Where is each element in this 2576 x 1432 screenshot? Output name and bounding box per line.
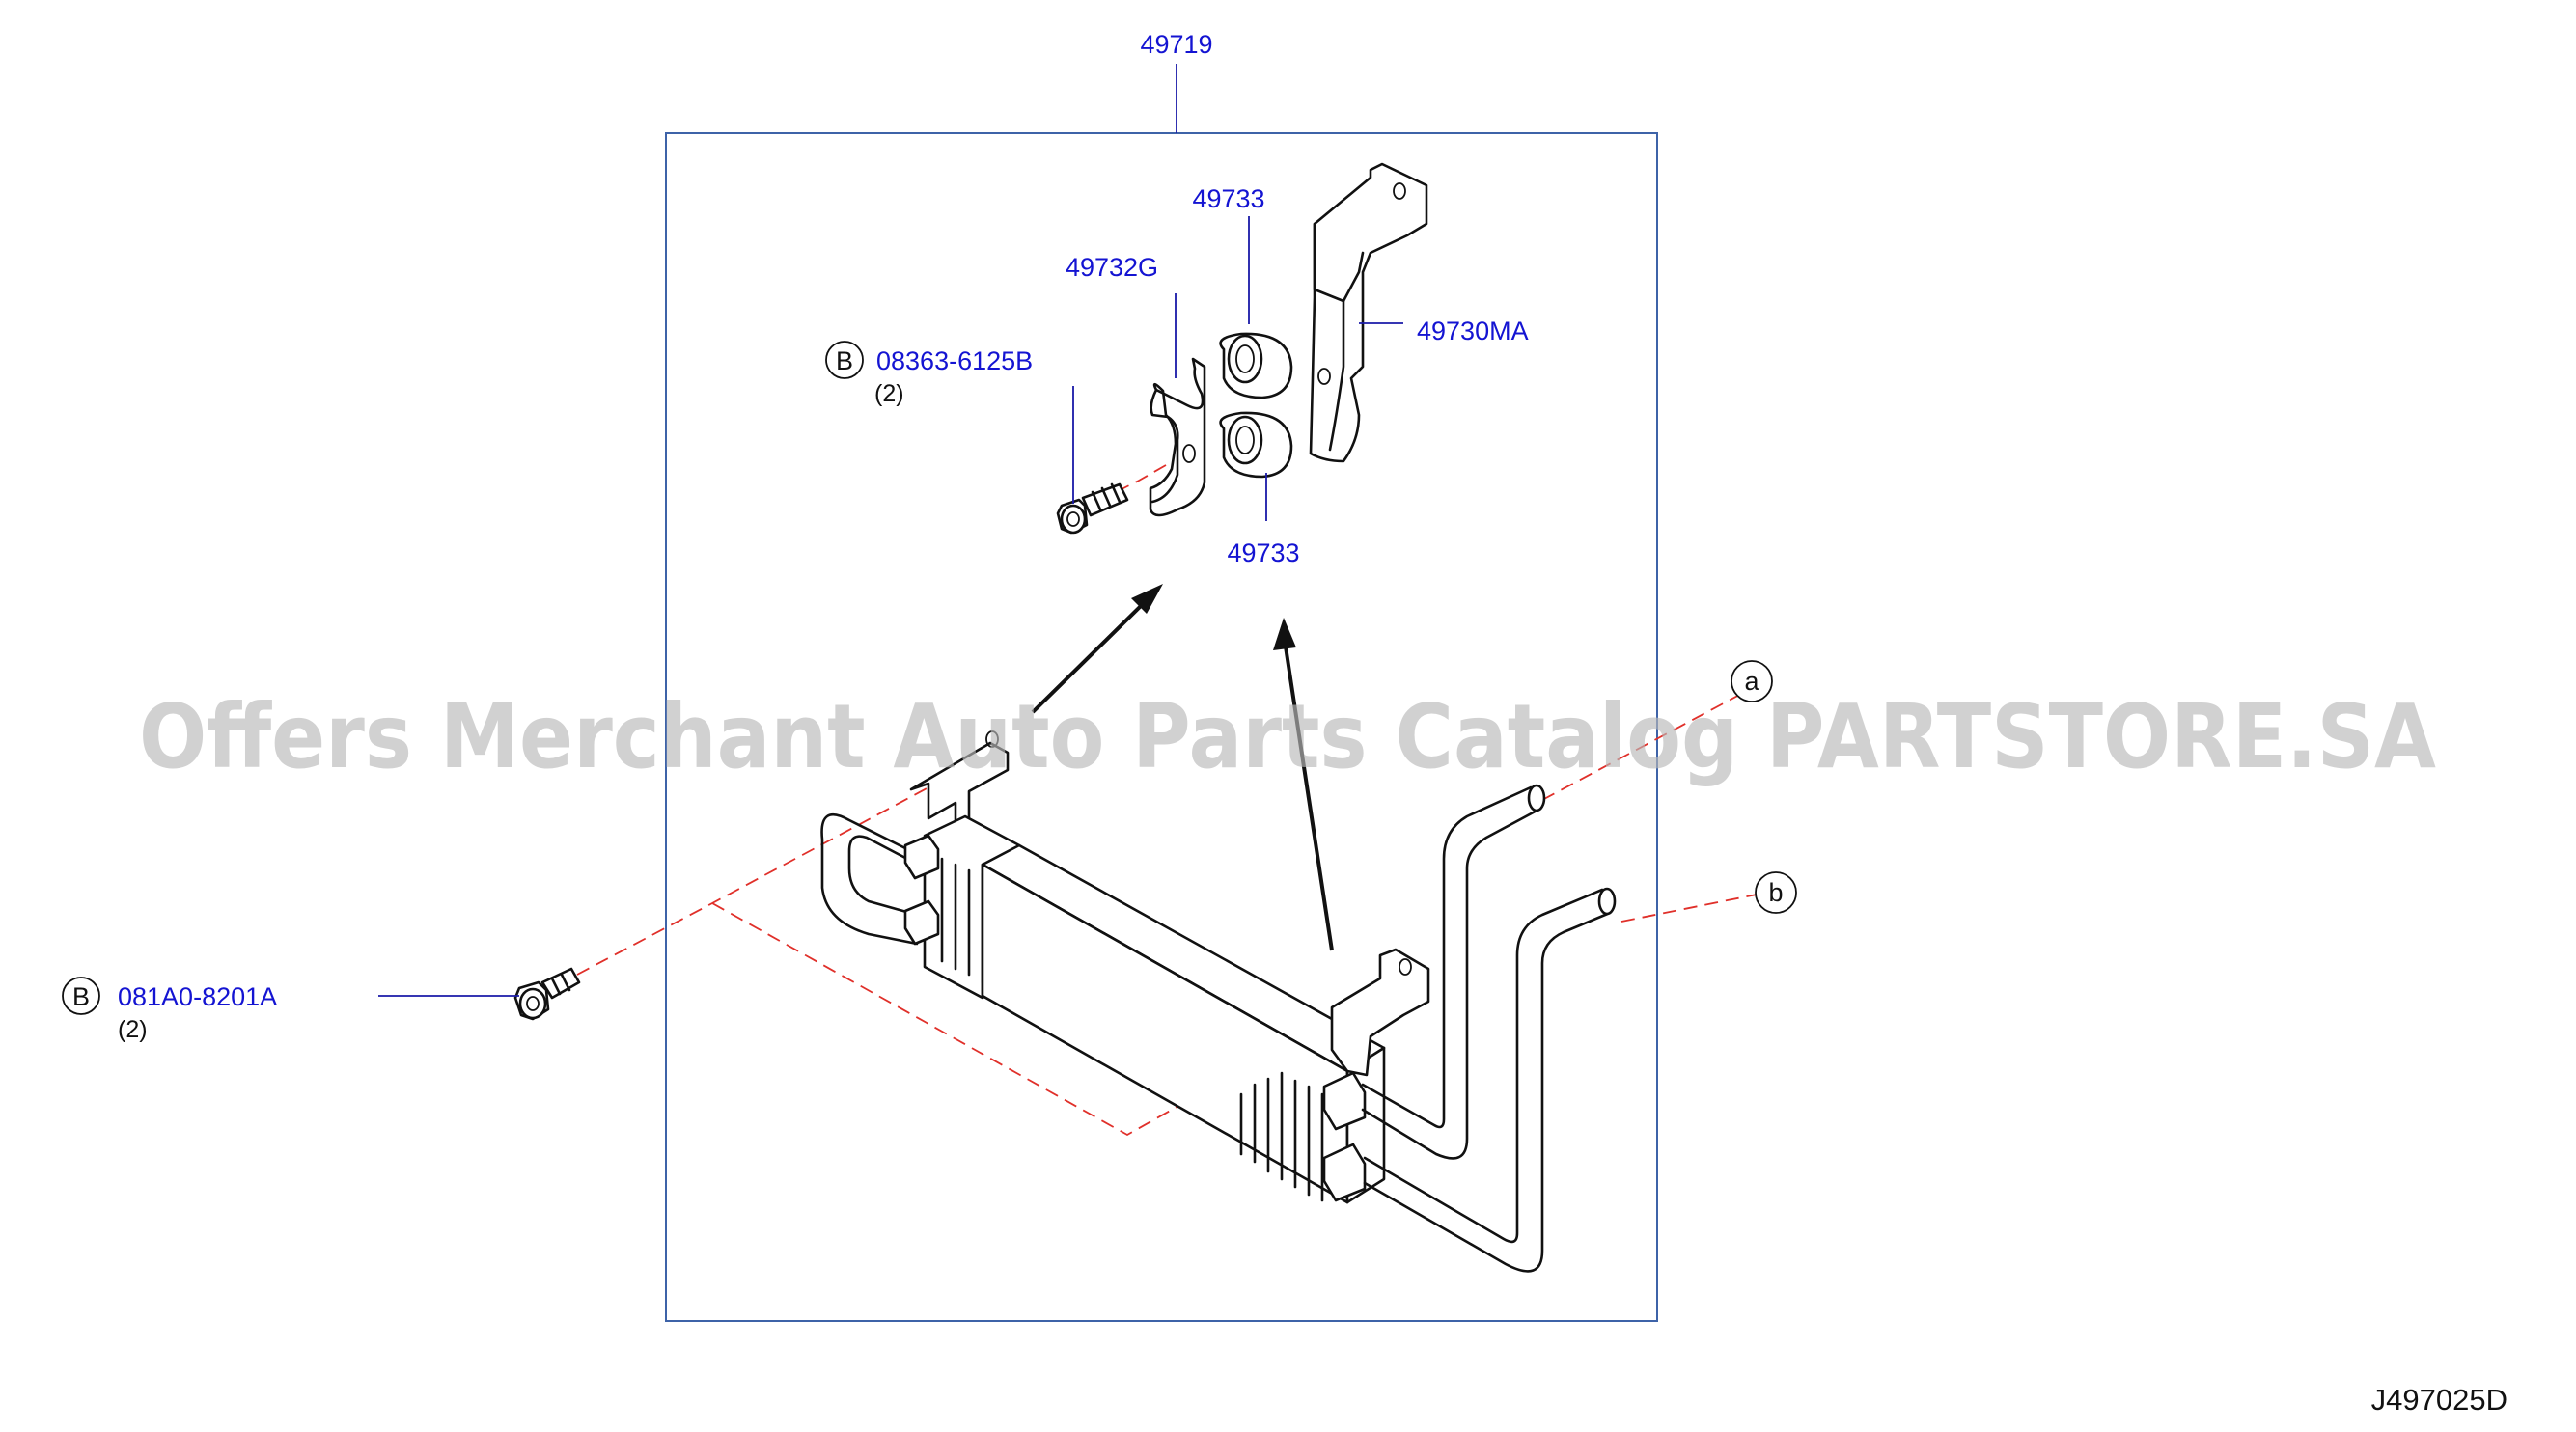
arrow-to-bushing — [1273, 618, 1334, 951]
hose-a — [1361, 784, 1546, 1160]
drawing-code: J497025D — [2371, 1383, 2507, 1417]
label-bolt-lower: 081A0-8201A — [118, 982, 277, 1011]
bracket-49730ma — [1309, 162, 1428, 463]
bolt-08363-6125b — [1056, 482, 1129, 535]
label-bolt-upper-qty: (2) — [874, 380, 904, 407]
label-bracket: 49730MA — [1417, 317, 1529, 345]
bushing-49733-bottom — [1219, 411, 1293, 479]
arrow-to-clamp — [1031, 584, 1163, 714]
ref-marker-b — [1755, 871, 1797, 914]
bushing-49733-top — [1219, 332, 1293, 399]
label-bolt-upper: 08363-6125B — [876, 346, 1033, 375]
bolt-marker-upper-letter: B — [836, 346, 853, 375]
bolt-marker-upper — [825, 341, 864, 379]
bolt-marker-lower-letter: B — [72, 982, 90, 1011]
assembly-frame — [665, 132, 1658, 1322]
hose-b — [1363, 887, 1617, 1273]
bolt-081a0-8201a — [513, 967, 581, 1021]
oil-cooler-body — [820, 730, 1430, 1204]
label-assembly: 49719 — [1140, 30, 1212, 59]
bolt-marker-lower — [62, 977, 100, 1015]
label-bushing-bottom: 49733 — [1227, 538, 1299, 567]
ref-marker-a — [1731, 660, 1773, 702]
clamp-49732g — [1149, 357, 1206, 517]
ref-marker-a-letter: a — [1744, 667, 1759, 696]
label-bushing-top: 49733 — [1192, 184, 1264, 213]
ref-marker-b-letter: b — [1768, 878, 1783, 907]
watermark: Offers Merchant Auto Parts Catalog PARTS… — [139, 685, 2436, 788]
label-clamp: 49732G — [1066, 253, 1158, 282]
label-bolt-lower-qty: (2) — [118, 1016, 148, 1043]
